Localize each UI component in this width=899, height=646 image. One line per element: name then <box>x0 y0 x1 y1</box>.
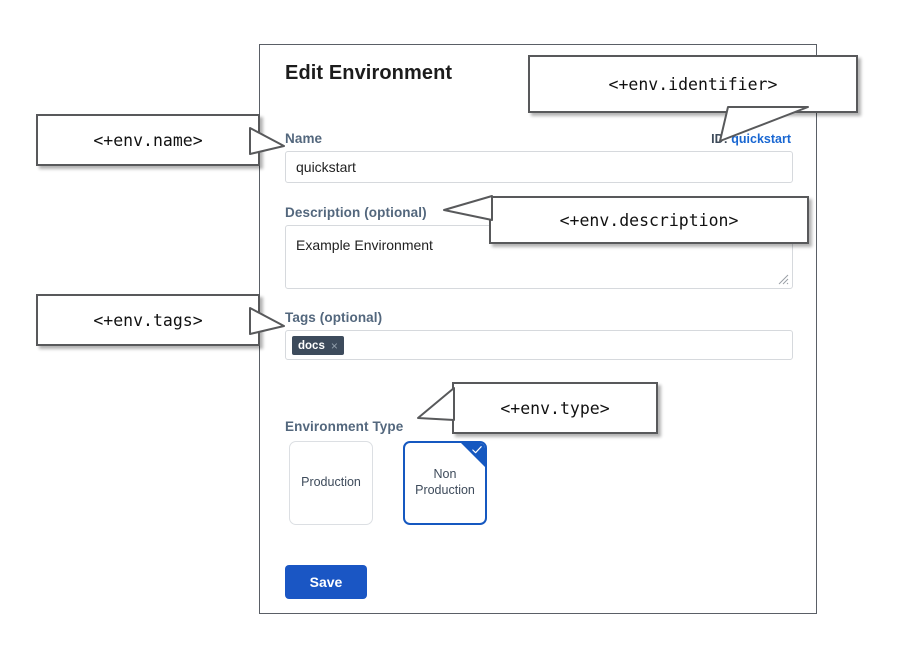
name-input-value: quickstart <box>296 159 356 175</box>
callout-text: <+env.type> <box>500 398 610 418</box>
save-button[interactable]: Save <box>285 565 367 599</box>
environment-type-option-production[interactable]: Production <box>289 441 373 525</box>
environment-type-label: Environment Type <box>285 419 404 434</box>
environment-type-option-label-line2: Production <box>415 483 475 497</box>
callout-text: <+env.name> <box>93 130 203 150</box>
callout-text: <+env.tags> <box>93 310 203 330</box>
callout-text: <+env.description> <box>559 210 739 230</box>
environment-type-option-label: Production <box>301 475 361 490</box>
environment-type-option-label-line1: Non <box>433 467 457 482</box>
name-label: Name <box>285 131 323 146</box>
description-label: Description (optional) <box>285 205 427 220</box>
environment-type-option-non-production[interactable]: Non Production <box>403 441 487 525</box>
close-icon[interactable]: × <box>330 338 338 353</box>
page-title: Edit Environment <box>285 62 453 84</box>
environment-type-option-label: Non Production <box>415 467 475 498</box>
tags-input[interactable] <box>285 330 793 360</box>
environment-identifier-row: ID: quickstart <box>711 132 791 146</box>
tag-chip-docs[interactable]: docs × <box>292 336 344 355</box>
callout-text: <+env.identifier> <box>608 74 778 94</box>
check-icon <box>472 446 482 454</box>
name-input[interactable] <box>285 151 793 183</box>
callout-env-tags: <+env.tags> <box>36 294 260 346</box>
identifier-prefix-label: ID: <box>711 132 728 146</box>
callout-env-type: <+env.type> <box>452 382 658 434</box>
identifier-link[interactable]: quickstart <box>731 132 791 146</box>
callout-env-name: <+env.name> <box>36 114 260 166</box>
callout-env-description: <+env.description> <box>489 196 809 244</box>
resize-grip-icon[interactable] <box>778 274 789 285</box>
edit-environment-dialog: Edit Environment ID: quickstart Name qui… <box>259 44 817 614</box>
description-textarea-value: Example Environment <box>296 237 433 253</box>
tags-label: Tags (optional) <box>285 310 383 325</box>
callout-env-identifier: <+env.identifier> <box>528 55 858 113</box>
tag-chip-label: docs <box>298 339 325 352</box>
